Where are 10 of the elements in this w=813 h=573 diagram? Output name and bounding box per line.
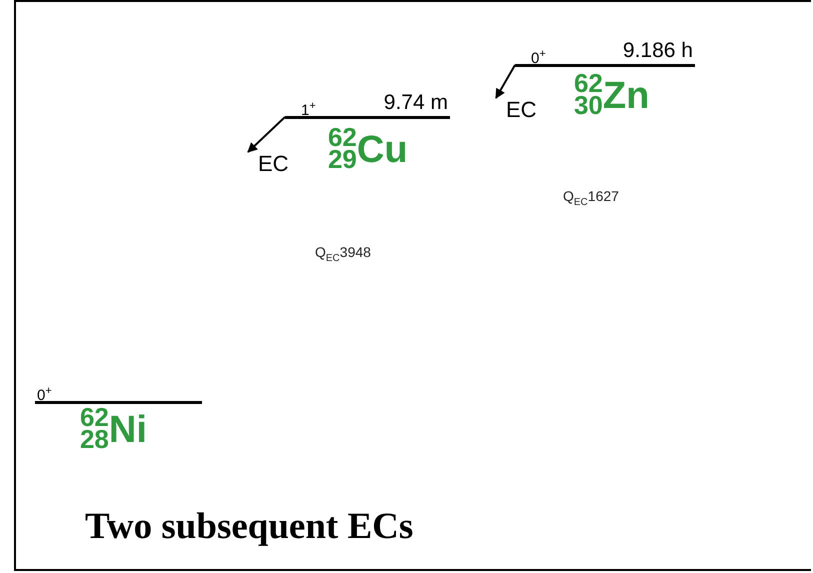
q-value: Q$_{EC}$3948 xyxy=(315,244,371,264)
half-life: 9.74 m xyxy=(384,92,448,114)
half-life: 9.186 h xyxy=(622,40,693,62)
spin-parity: 0$^{+}$ xyxy=(531,47,546,67)
spin-parity: 0$^{+}$ xyxy=(37,384,52,404)
caption: Two subsequent ECs xyxy=(85,505,414,548)
decay-arrow xyxy=(495,64,516,99)
decay-arrow xyxy=(247,116,286,153)
spin-parity: 1$^{+}$ xyxy=(301,99,316,119)
q-value: Q$_{EC}$1627 xyxy=(563,188,619,208)
